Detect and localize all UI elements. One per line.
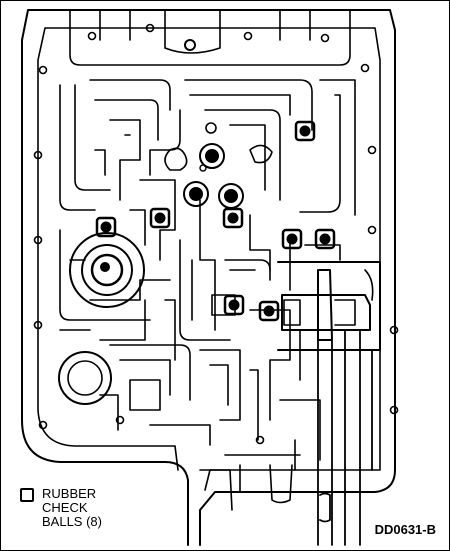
accumulator-bores [58, 232, 145, 405]
legend-line-3: BALLS (8) [42, 514, 102, 529]
top-housing [69, 9, 351, 66]
check-ball-marker [294, 120, 316, 142]
figure-id: DD0631-B [374, 522, 436, 537]
valve-body-outline [21, 9, 396, 546]
bolt-holes [33, 23, 399, 445]
check-ball-marker [149, 207, 171, 229]
check-ball-marker [223, 294, 245, 316]
legend-label: RUBBER CHECK BALLS (8) [42, 487, 152, 529]
valve-body-inner-outline [37, 27, 381, 491]
center-valves [183, 122, 244, 209]
check-ball-marker [222, 207, 244, 229]
check-ball-marker [258, 300, 280, 322]
solenoid-assembly [277, 261, 381, 351]
check-balls [95, 120, 336, 322]
check-ball-marker [281, 228, 303, 250]
check-ball-marker [95, 216, 117, 238]
manual-shaft [317, 329, 373, 546]
square-outline-icon [20, 488, 34, 502]
bottom-tab [199, 464, 293, 511]
fluid-passages [59, 79, 356, 493]
housing-hole [184, 39, 196, 51]
check-ball-marker [314, 228, 336, 250]
legend-line-1: RUBBER [42, 486, 97, 501]
legend-line-2: CHECK [42, 500, 88, 515]
